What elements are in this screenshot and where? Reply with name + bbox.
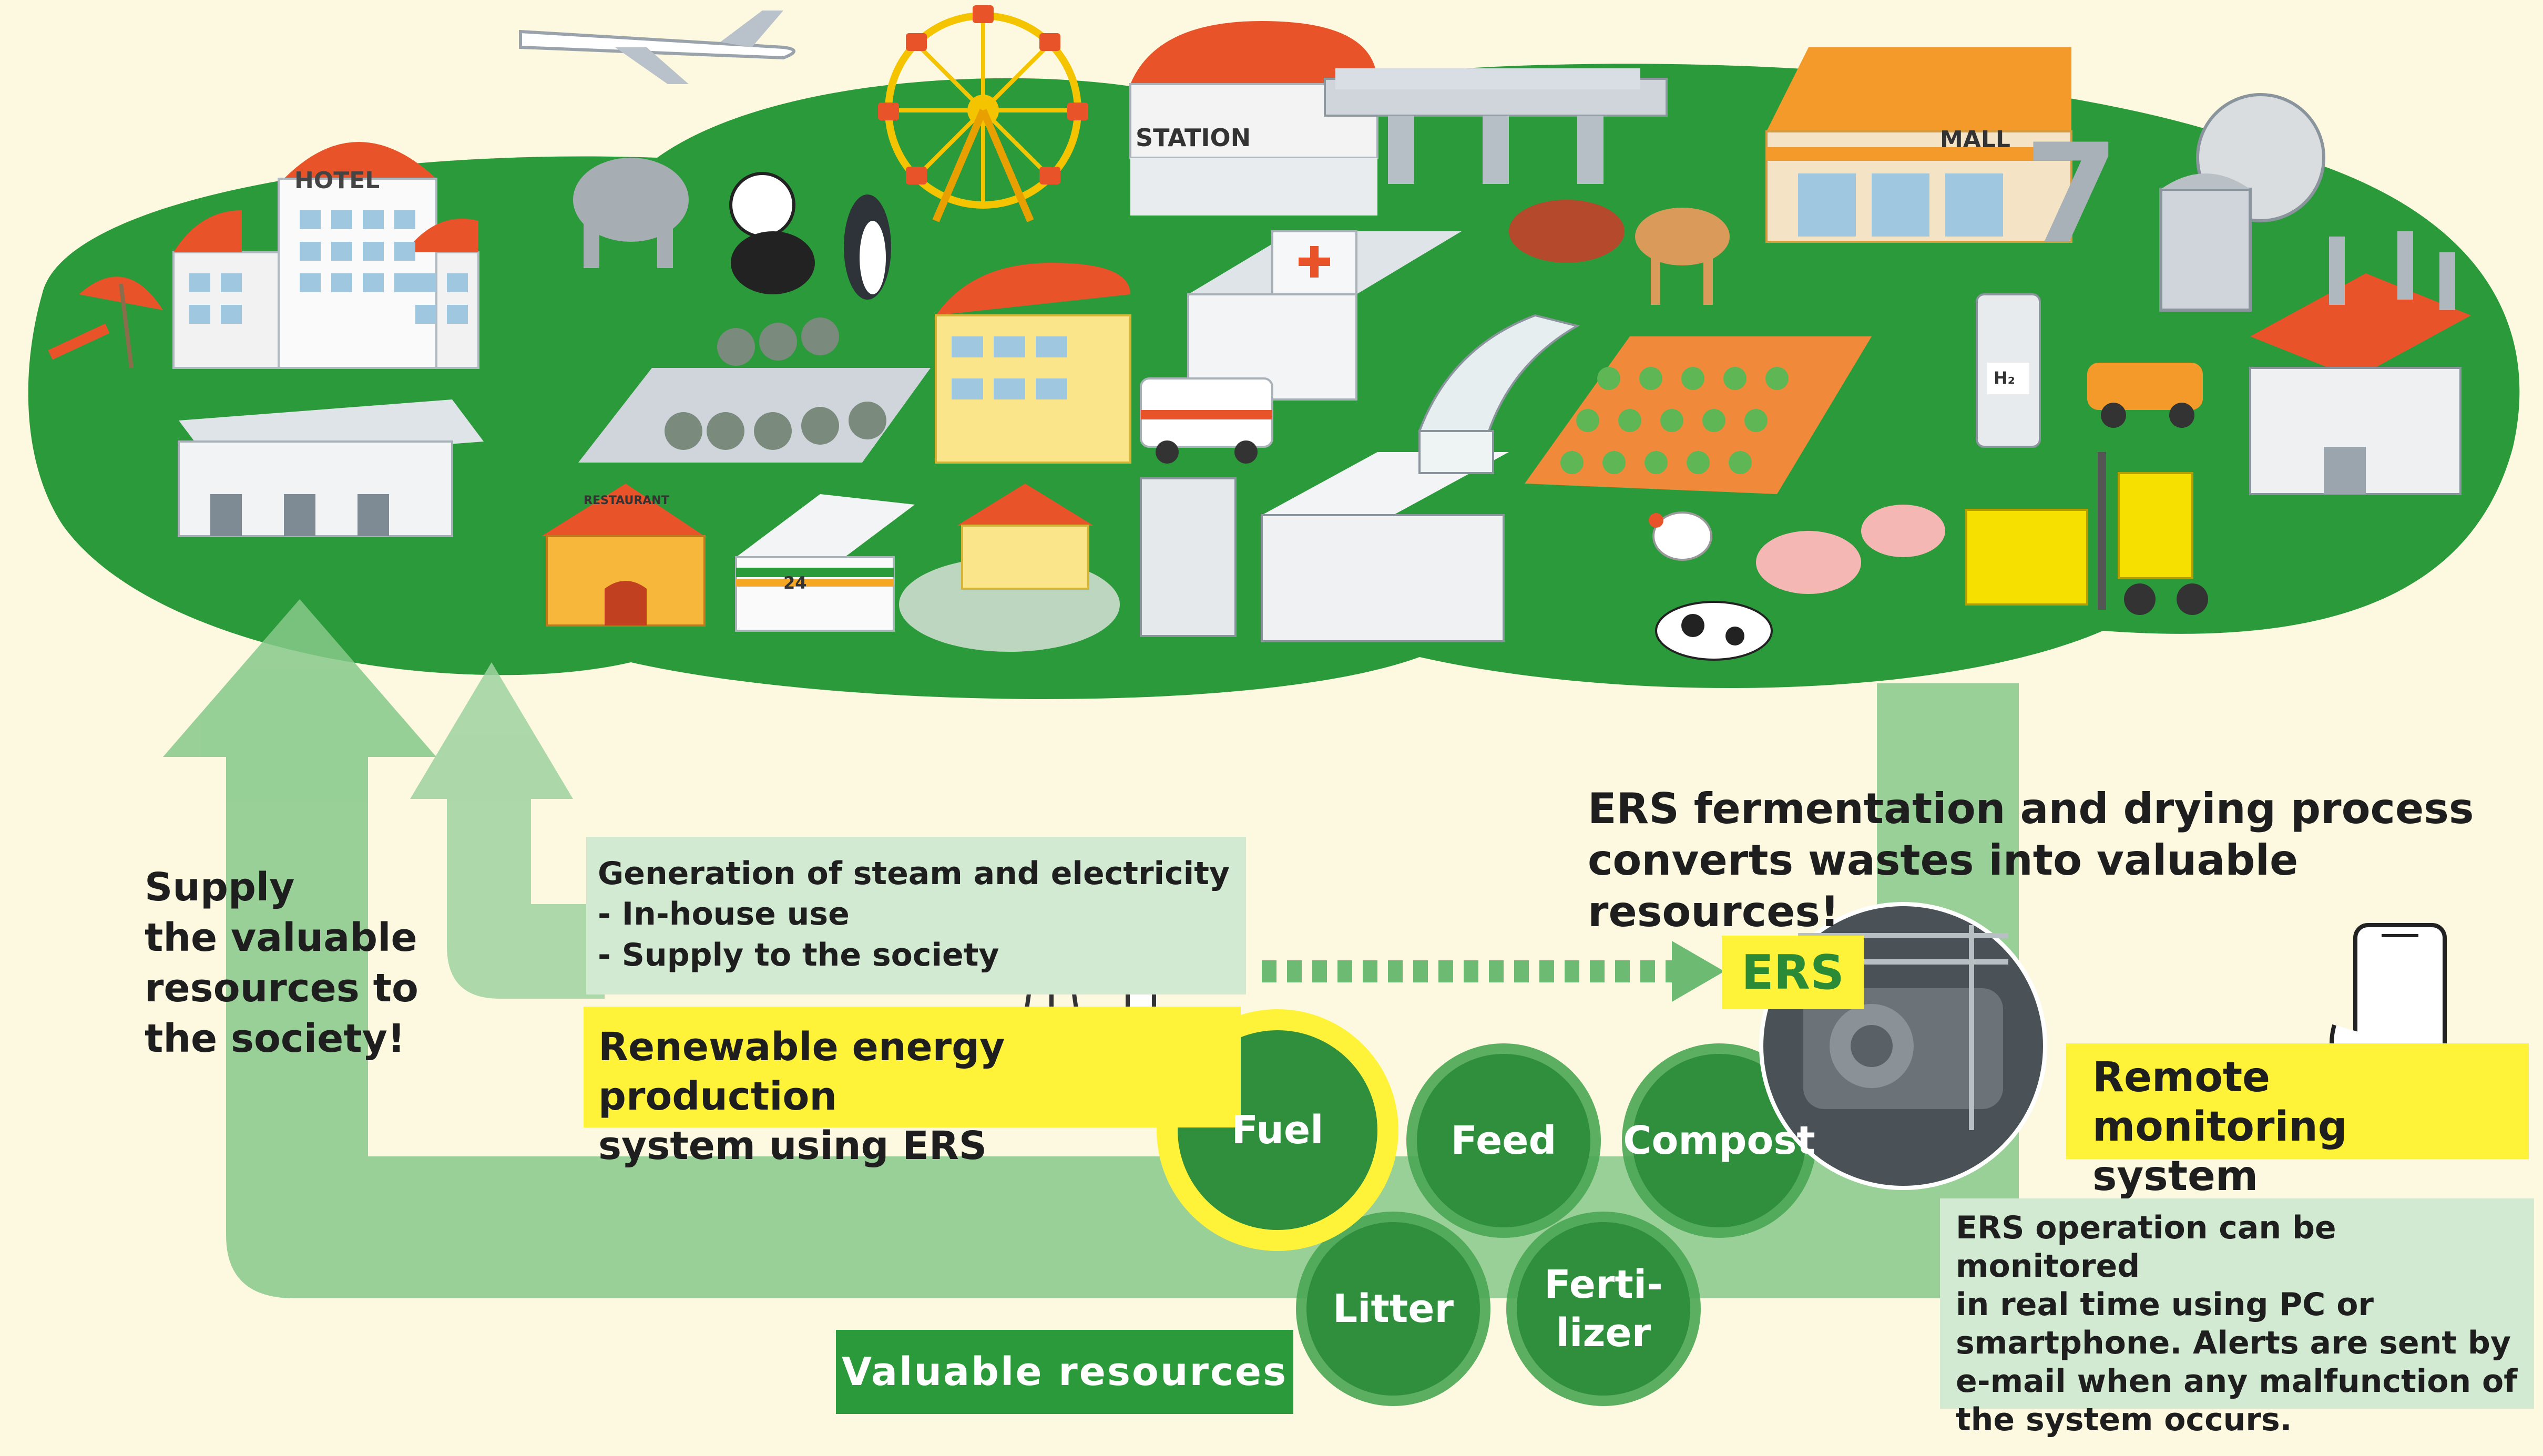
ers-label: ERS	[1722, 936, 1864, 1009]
warehouse-building	[178, 399, 484, 537]
resource-litter: Litter	[1333, 1286, 1454, 1331]
penguin-icon	[844, 194, 891, 300]
generation-box: Generation of steam and electricity - In…	[586, 837, 1246, 994]
dotted-arrow-to-ers	[1262, 941, 1724, 1002]
seven-sign: 7	[2024, 115, 2119, 274]
hospital-building	[1187, 230, 1462, 401]
generation-item-inhouse: - In-house use	[598, 896, 850, 932]
greenhouse-icon	[1418, 314, 1580, 474]
energy-arrow	[410, 662, 605, 999]
store-sign: 24	[783, 573, 807, 593]
beach-umbrella-icon	[48, 276, 163, 368]
deer-icon	[1635, 208, 1730, 305]
valuable-resources-label: Valuable resources	[836, 1330, 1293, 1414]
ferris-wheel-icon	[878, 5, 1088, 222]
hotel-sign: HOTEL	[294, 167, 380, 194]
ambulance-icon	[1140, 377, 1273, 464]
factory-building	[2249, 231, 2471, 495]
generation-item-society: - Supply to the society	[598, 937, 999, 973]
resource-compost: Compost	[1623, 1118, 1815, 1163]
pig-icon	[1756, 505, 1945, 594]
remote-monitoring-label: Remote monitoring system	[2066, 1043, 2529, 1200]
mall-building	[1765, 47, 2072, 243]
station-sign: STATION	[1136, 124, 1251, 152]
renewable-label: Renewable energy production system using…	[584, 1007, 1241, 1168]
panda-icon	[729, 172, 815, 294]
chicken-icon	[1649, 511, 1712, 561]
remote-description: ERS operation can be monitored in real t…	[1940, 1198, 2534, 1438]
resource-fertilizer: Ferti- lizer	[1544, 1262, 1663, 1356]
forklift-icon	[1965, 452, 2208, 615]
elephant-icon	[573, 158, 689, 268]
park-area	[578, 317, 931, 463]
hydrogen-sign: H₂	[1994, 368, 2015, 388]
house-icon	[899, 484, 1120, 652]
cow-icon	[1655, 601, 1773, 661]
restaurant-building	[542, 484, 706, 627]
gas-tank-icon	[2159, 93, 2325, 312]
ers-heading: ERS fermentation and drying process conv…	[1588, 784, 2474, 936]
hydrogen-station	[1976, 293, 2041, 448]
station-building	[1129, 21, 1668, 216]
supply-loop-arrow	[163, 599, 2019, 1298]
mall-sign: MALL	[1940, 126, 2010, 153]
vegetable-field	[1525, 336, 1872, 494]
car-icon	[2087, 363, 2203, 428]
supply-text: Supply the valuable resources to the soc…	[145, 865, 418, 1061]
restaurant-sign: RESTAURANT	[584, 494, 669, 507]
apartment-building	[935, 263, 1131, 464]
resource-feed: Feed	[1451, 1118, 1557, 1163]
convenience-store	[735, 494, 915, 632]
resource-fuel: Fuel	[1231, 1108, 1324, 1153]
airplane-icon	[519, 11, 795, 84]
hotel-building	[172, 142, 479, 369]
boar-icon	[1509, 200, 1625, 263]
generation-title: Generation of steam and electricity	[598, 855, 1230, 892]
